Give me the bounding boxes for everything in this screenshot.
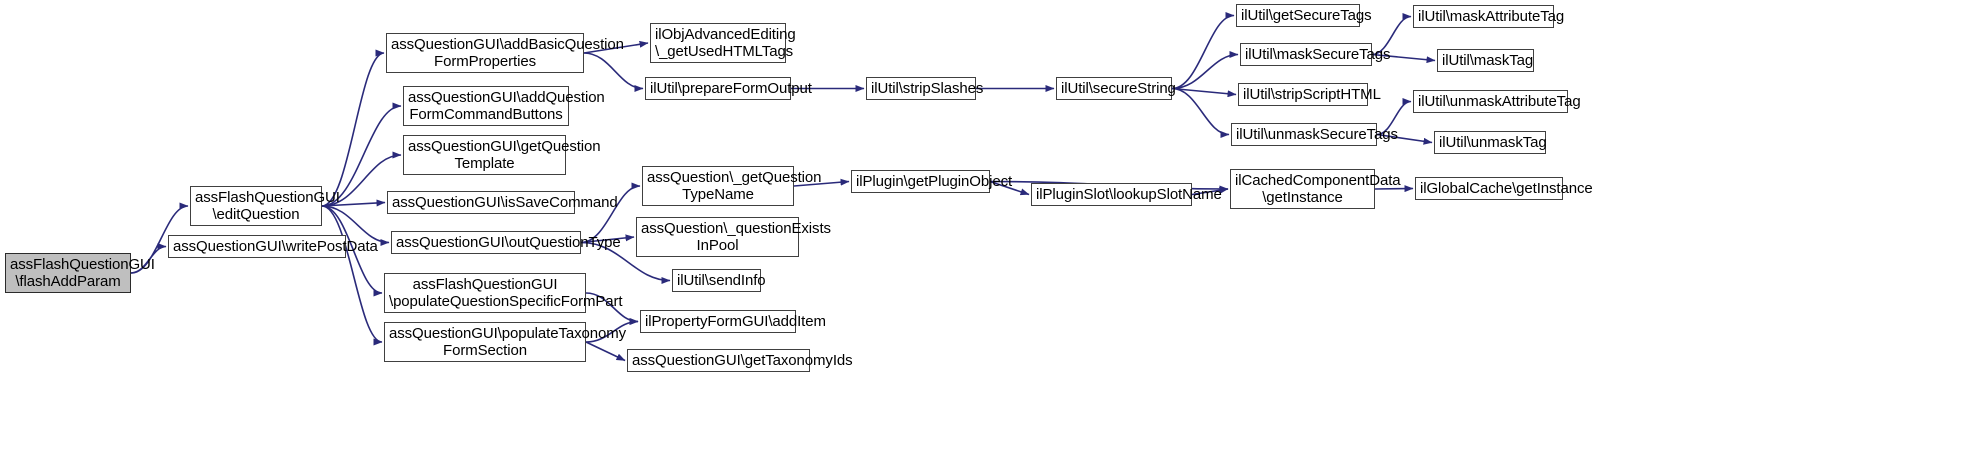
- graph-node-label: assFlashQuestionGUI \flashAddParam: [10, 256, 155, 290]
- graph-node[interactable]: ilUtil\unmaskTag: [1434, 131, 1547, 154]
- graph-node[interactable]: ilPluginSlot\lookupSlotName: [1031, 183, 1222, 206]
- graph-node-label: ilUtil\secureString: [1061, 80, 1176, 97]
- graph-edge: [321, 49, 385, 207]
- graph-node[interactable]: ilUtil\unmaskSecureTags: [1231, 123, 1398, 146]
- graph-edge: [1171, 12, 1235, 90]
- graph-edge: [585, 341, 626, 362]
- graph-node-label: assQuestionGUI\addQuestion FormCommandBu…: [408, 89, 605, 123]
- graph-edge: [1171, 87, 1230, 138]
- graph-node-label: ilUtil\stripScriptHTML: [1243, 86, 1381, 103]
- graph-node[interactable]: ilUtil\sendInfo: [672, 269, 766, 292]
- graph-node[interactable]: assQuestion\_questionExists InPool: [636, 217, 831, 257]
- graph-node-label: assQuestionGUI\getQuestion Template: [408, 138, 601, 172]
- graph-node[interactable]: assQuestionGUI\addBasicQuestion FormProp…: [386, 33, 624, 73]
- graph-node-label: ilUtil\unmaskAttributeTag: [1418, 93, 1581, 110]
- graph-node[interactable]: ilUtil\stripSlashes: [866, 77, 984, 100]
- graph-node-label: ilUtil\stripSlashes: [871, 80, 984, 97]
- graph-node[interactable]: ilUtil\getSecureTags: [1236, 4, 1372, 27]
- graph-node-label: assQuestionGUI\writePostData: [173, 238, 378, 255]
- graph-node-label: ilUtil\sendInfo: [677, 272, 766, 289]
- graph-node[interactable]: ilUtil\secureString: [1056, 77, 1176, 100]
- graph-node[interactable]: assQuestion\_getQuestion TypeName: [642, 166, 822, 206]
- graph-edge: [1171, 87, 1237, 98]
- graph-node[interactable]: assFlashQuestionGUI \populateQuestionSpe…: [384, 273, 623, 313]
- graph-node-label: ilPluginSlot\lookupSlotName: [1036, 186, 1222, 203]
- graph-node[interactable]: assQuestionGUI\populateTaxonomy FormSect…: [384, 322, 627, 362]
- graph-node[interactable]: assQuestionGUI\addQuestion FormCommandBu…: [403, 86, 605, 126]
- graph-node-label: ilUtil\unmaskSecureTags: [1236, 126, 1398, 143]
- graph-node[interactable]: ilUtil\maskAttributeTag: [1413, 5, 1565, 28]
- graph-node[interactable]: assQuestionGUI\isSaveCommand: [387, 191, 618, 214]
- graph-node[interactable]: ilObjAdvancedEditing \_getUsedHTMLTags: [650, 23, 796, 63]
- graph-node-label: assFlashQuestionGUI \editQuestion: [195, 189, 340, 223]
- graph-node[interactable]: ilGlobalCache\getInstance: [1415, 177, 1593, 200]
- graph-node[interactable]: ilUtil\maskSecureTags: [1240, 43, 1391, 66]
- graph-node-label: assQuestionGUI\isSaveCommand: [392, 194, 618, 211]
- graph-node-label: ilGlobalCache\getInstance: [1420, 180, 1593, 197]
- graph-node[interactable]: ilUtil\maskTag: [1437, 49, 1534, 72]
- graph-node[interactable]: ilUtil\prepareFormOutput: [645, 77, 812, 100]
- graph-node-label: assQuestionGUI\addBasicQuestion FormProp…: [391, 36, 624, 70]
- graph-edge: [583, 52, 644, 92]
- graph-node-label: assQuestion\_getQuestion TypeName: [647, 169, 822, 203]
- graph-edge: [321, 205, 383, 346]
- graph-node[interactable]: assQuestionGUI\getQuestion Template: [403, 135, 601, 175]
- graph-node-label: ilUtil\prepareFormOutput: [650, 80, 812, 97]
- graph-node-label: assQuestion\_questionExists InPool: [641, 220, 831, 254]
- graph-node[interactable]: assQuestionGUI\outQuestionType: [391, 231, 621, 254]
- graph-node[interactable]: ilPropertyFormGUI\addItem: [640, 310, 826, 333]
- graph-node[interactable]: ilUtil\stripScriptHTML: [1238, 83, 1381, 106]
- graph-node[interactable]: assQuestionGUI\writePostData: [168, 235, 378, 258]
- graph-node[interactable]: assFlashQuestionGUI \editQuestion: [190, 186, 340, 226]
- graph-node[interactable]: assQuestionGUI\getTaxonomyIds: [627, 349, 853, 372]
- graph-node-label: ilUtil\maskSecureTags: [1245, 46, 1391, 63]
- graph-node-label: ilUtil\unmaskTag: [1439, 134, 1547, 151]
- graph-node[interactable]: ilCachedComponentData \getInstance: [1230, 169, 1401, 209]
- graph-node-label: ilCachedComponentData \getInstance: [1235, 172, 1401, 206]
- graph-node-label: ilPlugin\getPluginObject: [856, 173, 1013, 190]
- graph-node-label: assFlashQuestionGUI \populateQuestionSpe…: [389, 276, 623, 310]
- graph-edge: [1171, 51, 1239, 90]
- graph-node-label: ilUtil\maskAttributeTag: [1418, 8, 1565, 25]
- graph-node[interactable]: ilUtil\unmaskAttributeTag: [1413, 90, 1581, 113]
- graph-node-label: ilUtil\getSecureTags: [1241, 7, 1372, 24]
- graph-node-label: ilUtil\maskTag: [1442, 52, 1534, 69]
- graph-node[interactable]: ilPlugin\getPluginObject: [851, 170, 1013, 193]
- graph-node-label: ilObjAdvancedEditing \_getUsedHTMLTags: [655, 26, 796, 60]
- graph-node-label: assQuestionGUI\populateTaxonomy FormSect…: [389, 325, 627, 359]
- graph-node-label: ilPropertyFormGUI\addItem: [645, 313, 826, 330]
- graph-node-label: assQuestionGUI\getTaxonomyIds: [632, 352, 853, 369]
- graph-node[interactable]: assFlashQuestionGUI \flashAddParam: [5, 253, 155, 293]
- graph-node-label: assQuestionGUI\outQuestionType: [396, 234, 621, 251]
